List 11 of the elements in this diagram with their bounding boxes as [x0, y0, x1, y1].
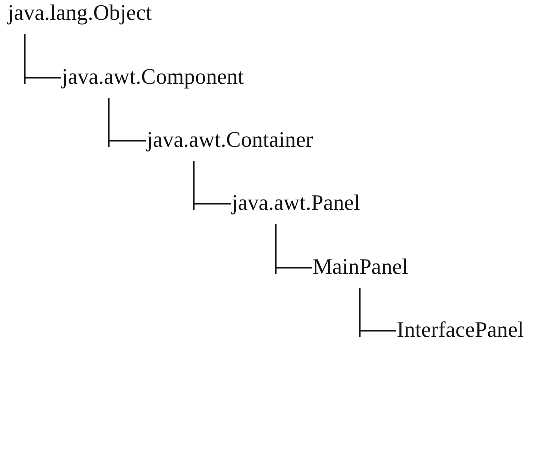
tree-connector: [359, 287, 397, 338]
tree-connector: [108, 97, 147, 148]
tree-connector: [193, 160, 232, 211]
tree-connector: [275, 223, 313, 275]
class-name: MainPanel: [313, 254, 408, 280]
class-name: java.awt.Component: [62, 64, 244, 90]
class-name: java.awt.Container: [147, 127, 314, 153]
class-name: InterfacePanel: [397, 317, 524, 343]
class-name: java.awt.Panel: [232, 190, 360, 216]
class-name: java.lang.Object: [8, 0, 152, 26]
tree-connector: [24, 33, 62, 85]
